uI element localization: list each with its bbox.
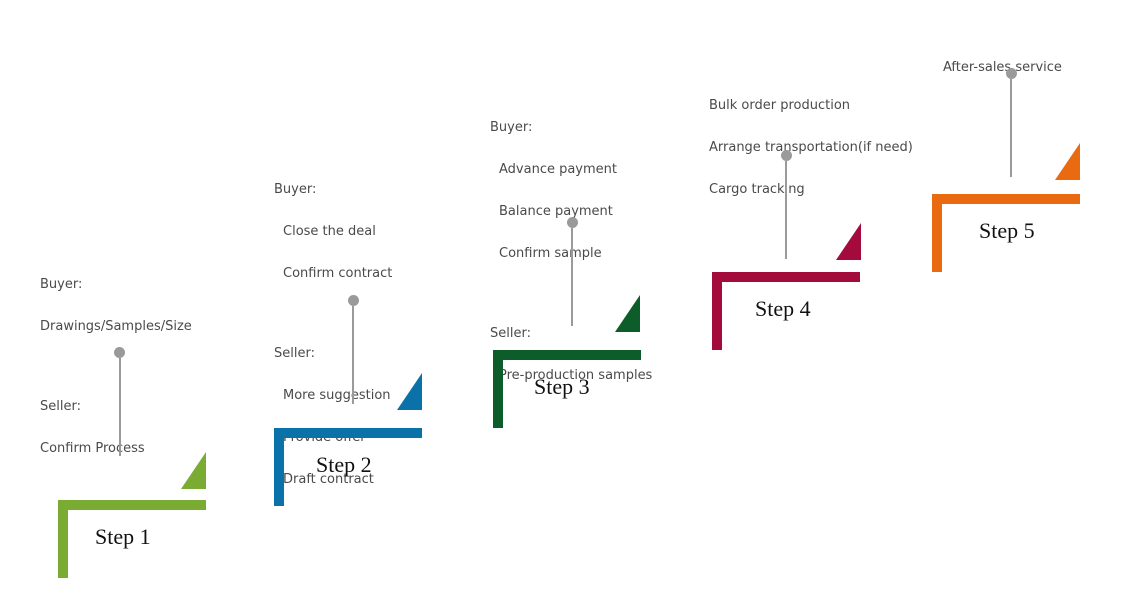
step-4-bracket-side (712, 272, 722, 350)
step-3-seller-item: Pre-production samples (499, 368, 653, 383)
step-1-buyer-item: Drawings/Samples/Size (40, 319, 192, 334)
step-2-label: Step 2 (316, 452, 372, 477)
step-5-label: Step 5 (979, 218, 1035, 243)
step-5-connector-dot (1006, 68, 1017, 79)
step-3-buyer-item: Confirm sample (499, 246, 602, 261)
step-5-connector-line (1010, 79, 1012, 177)
step-4-corner-triangle (836, 223, 861, 260)
step-4-label: Step 4 (755, 296, 811, 321)
step-5-description: After-sales service (943, 33, 1062, 103)
step-1-description: Buyer: Drawings/Samples/Size Seller: Con… (40, 250, 192, 484)
step-2-bracket-side (274, 428, 284, 506)
step-3-connector-line (571, 228, 573, 326)
step-1-connector-dot (114, 347, 125, 358)
step-4-item: Arrange transportation(if need) (709, 140, 913, 155)
step-3-bracket-side (493, 350, 503, 428)
step-5-corner-triangle (1055, 143, 1080, 180)
step-1-seller-title: Seller: (40, 399, 81, 414)
step-2-seller-title: Seller: (274, 346, 315, 361)
step-2-connector-line (352, 306, 354, 404)
step-2-bracket-top (274, 428, 422, 438)
step-3-label: Step 3 (534, 374, 590, 399)
step-1-corner-triangle (181, 452, 206, 489)
step-5-item: After-sales service (943, 60, 1062, 75)
step-2-corner-triangle (397, 373, 422, 410)
step-1-seller-item: Confirm Process (40, 441, 145, 456)
step-5-bracket-top (932, 194, 1080, 204)
step-3-buyer-item: Balance payment (499, 204, 613, 219)
step-3-description: Buyer: Advance payment Balance payment C… (490, 93, 652, 411)
step-4-connector-dot (781, 150, 792, 161)
step-3-buyer-title: Buyer: (490, 120, 533, 135)
step-4-item: Bulk order production (709, 98, 851, 113)
step-2-connector-dot (348, 295, 359, 306)
step-2-seller-item: Draft contract (283, 472, 374, 487)
step-1-bracket-side (58, 500, 68, 578)
step-2-seller-item: More suggestion (283, 388, 391, 403)
step-1-label: Step 1 (95, 524, 151, 549)
step-1-connector-line (119, 358, 121, 456)
step-4-bracket-top (712, 272, 860, 282)
step-1-bracket-top (58, 500, 206, 510)
step-3-corner-triangle (615, 295, 640, 332)
step-4-item: Cargo tracking (709, 182, 805, 197)
step-2-buyer-item: Confirm contract (283, 266, 393, 281)
step-4-description: Bulk order production Arrange transporta… (709, 71, 913, 225)
step-3-seller-title: Seller: (490, 326, 531, 341)
step-5-bracket-side (932, 194, 942, 272)
step-4-connector-line (785, 161, 787, 259)
step-3-buyer-item: Advance payment (499, 162, 618, 177)
step-3-bracket-top (493, 350, 641, 360)
step-2-buyer-item: Close the deal (283, 224, 376, 239)
step-2-buyer-title: Buyer: (274, 182, 317, 197)
step-3-connector-dot (567, 217, 578, 228)
step-1-buyer-title: Buyer: (40, 277, 83, 292)
